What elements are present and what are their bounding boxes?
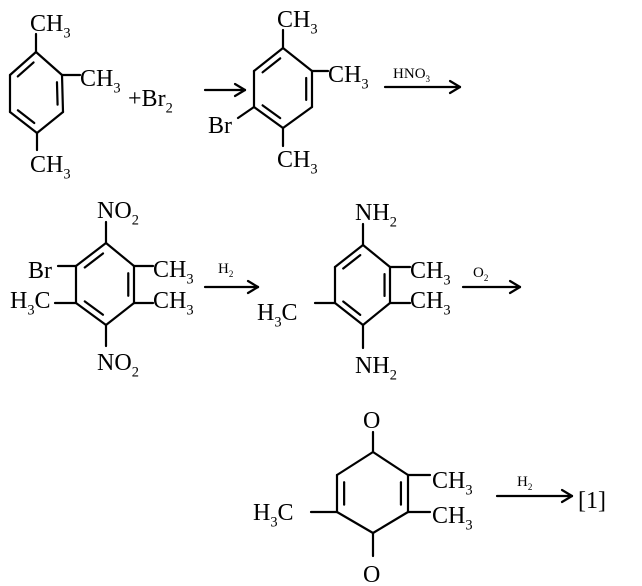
arrow-label-h2: H2 [517,474,532,492]
methyl-label: H3C [10,288,51,319]
amino-label: NH2 [355,200,397,231]
arrow-head [508,279,522,289]
double-bond-inner [261,104,282,120]
methyl-label: CH3 [410,258,451,289]
double-bond-inner [342,254,362,270]
bond-line [236,105,256,120]
ring-bond [34,50,64,77]
ring-bond [371,450,410,477]
arrow-head [246,279,260,289]
ring-bond [335,510,375,535]
arrow-head [233,82,247,92]
methyl-label: CH3 [30,11,71,42]
methyl-label: CH3 [432,503,473,534]
methyl-label: CH3 [153,288,194,319]
nitro-label: NO2 [97,198,139,229]
double-bond-inner [342,300,362,316]
methyl-label: CH3 [277,147,318,178]
oxygen-label: O [363,562,380,586]
arrow-head [246,285,260,295]
double-bond-inner [16,109,36,125]
ring-bond [361,243,392,269]
ring-bond [74,241,108,268]
arrow-head [560,494,574,504]
methyl-label: CH3 [410,288,451,319]
methyl-label: CH3 [277,7,318,38]
ring-bond [252,105,285,130]
arrow-label-hno3: HNO3 [393,66,431,84]
reagent-bromine: +Br2 [128,86,173,117]
methyl-label: CH3 [328,62,369,93]
double-bond-inner [83,300,105,316]
bond-lines [8,28,574,558]
amino-label: NH2 [355,353,397,384]
methyl-label: H3C [253,500,294,531]
arrow-label-o2: O2 [473,265,488,283]
ring-bond [333,301,365,327]
ring-bond [252,46,285,73]
ring-bond [104,301,136,327]
methyl-label: CH3 [153,257,194,288]
ring-bond [35,110,65,135]
arrow-head [508,285,522,295]
double-bond-inner [83,252,105,269]
bromo-label: Br [208,113,232,139]
arrow-head [448,79,462,89]
molecule-quinone: O O CH3 CH3 H3C [253,408,473,586]
ring-bond [8,50,38,77]
ring-bond [333,243,365,269]
molecule-diamine: NH2 CH3 CH3 H3C NH2 [257,200,451,384]
nitro-label: NO2 [97,350,139,381]
molecule-bromotrimethylbenzene: CH3 CH3 Br CH3 [208,7,369,178]
double-bond-inner [55,81,59,106]
methyl-label: CH3 [80,66,121,97]
oxygen-label: O [363,408,380,434]
arrow-head [560,488,574,498]
double-bond-inner [261,57,282,74]
methyl-label: H3C [257,300,298,331]
molecule-trimethylbenzene: CH3 CH3 CH3 [30,11,121,183]
bromo-label: Br [28,258,52,284]
arrow-head [233,88,247,98]
methyl-label: CH3 [30,152,71,183]
double-bond-inner [16,61,35,78]
methyl-label: CH3 [432,468,473,499]
ring-bond [8,110,39,135]
ring-bond [371,510,410,535]
arrow-head [448,85,462,95]
arrow-label-h2: H2 [218,261,233,279]
ring-bond [104,241,136,268]
final-product-placeholder: [1] [578,488,606,514]
ring-bond [361,301,392,327]
ring-bond [60,73,65,114]
ring-bond [74,301,108,327]
ring-bond [335,450,375,477]
ring-bond [281,46,314,73]
molecule-dinitro: NO2 Br H3C CH3 CH3 NO2 [10,198,194,381]
ring-bond [281,105,314,130]
